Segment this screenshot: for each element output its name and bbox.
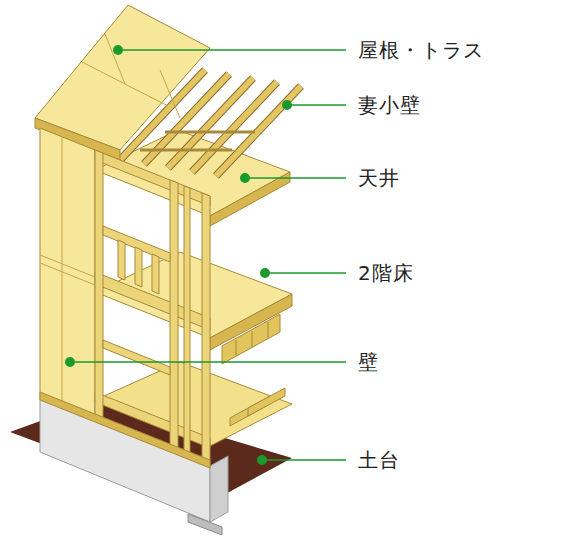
part-label: 土台 xyxy=(358,448,400,472)
end-wall xyxy=(40,128,95,420)
floor-joists xyxy=(230,388,285,426)
wall-frame xyxy=(95,150,210,466)
footing xyxy=(188,514,222,535)
end-wall-studs xyxy=(40,137,95,407)
ceiling-edge xyxy=(210,172,290,226)
second-floor-joists xyxy=(222,314,280,364)
part-label: 屋根・トラス xyxy=(358,38,484,62)
part-label: 妻小壁 xyxy=(358,93,421,117)
part-label: 壁 xyxy=(358,350,379,374)
part-label: 天井 xyxy=(358,166,400,190)
part-label: 2階床 xyxy=(358,261,414,285)
leader-dots xyxy=(65,45,292,465)
sill xyxy=(40,392,210,468)
foundation-side xyxy=(210,456,228,522)
roof-joints xyxy=(82,34,180,118)
leader-lines xyxy=(70,50,346,460)
